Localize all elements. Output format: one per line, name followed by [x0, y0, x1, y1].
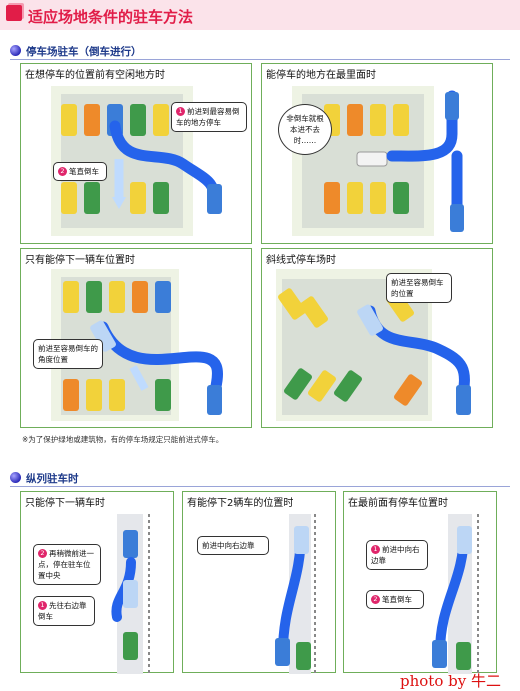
panel5-title: 只能停下一辆车时: [25, 498, 105, 509]
car-icon: [457, 526, 472, 554]
title-bar: [0, 0, 520, 30]
car-icon: [356, 151, 388, 167]
panel-parallel-two: 有能停下2辆车的位置时 前进中向右边靠: [182, 491, 336, 674]
cube-icon: [6, 5, 22, 21]
panel4-callout: 前进至容易倒车的位置: [386, 273, 452, 303]
panel6-title: 有能停下2辆车的位置时: [187, 498, 294, 509]
drive-path: [364, 305, 470, 405]
car-icon: [207, 385, 222, 415]
page-title: 适应场地条件的驻车方法: [28, 8, 194, 26]
panel4-diagram: [276, 269, 471, 421]
section1-heading: 停车场驻车（倒车进行）: [26, 46, 142, 58]
panel2-diagram: [292, 86, 464, 236]
section2-rule: [10, 486, 510, 487]
panel-diagonal: 斜线式停车场时 前进至容易倒车的位置: [261, 248, 493, 428]
section1-rule: [10, 59, 510, 60]
drive-path: [386, 90, 458, 162]
footnote: ※为了保护绿地或建筑物，有的停车场规定只能前进式停车。: [22, 435, 224, 444]
drive-path: [111, 557, 136, 622]
photo-credit: photo by 牛二: [400, 672, 501, 690]
car-row-bottom: [61, 182, 169, 214]
panel2-callout: 非倒车就根本进不去时……: [278, 104, 332, 155]
bullet-icon: [10, 472, 21, 483]
panel7-title: 在最前面有停车位置时: [348, 498, 448, 509]
panel6-callout: 前进中向右边靠: [197, 536, 269, 555]
panel1-title: 在想停车的位置前有空闲地方时: [25, 70, 165, 81]
panel-one-space: 只有能停下一辆车位置时 前进至容易倒车的角度位置: [20, 248, 252, 428]
bullet-icon: [10, 45, 21, 56]
panel3-callout: 前进至容易倒车的角度位置: [33, 339, 103, 369]
panel1-diagram: [51, 86, 222, 236]
car-row-top: [324, 104, 409, 136]
panel3-title: 只有能停下一辆车位置时: [25, 255, 135, 266]
drive-path: [97, 321, 223, 405]
car-row-bottom: [324, 182, 409, 214]
section2-heading: 纵列驻车时: [26, 473, 79, 485]
panel4-title: 斜线式停车场时: [266, 255, 336, 266]
car-icon: [456, 385, 471, 415]
panel7-diagram: [432, 514, 479, 674]
car-icon: [294, 526, 309, 554]
car-icon: [207, 184, 222, 214]
panel6-diagram: [275, 514, 316, 674]
panel5-diagram: [111, 514, 150, 674]
car-icon: [445, 92, 459, 120]
panel-innermost: 能停车的地方在最里面时 非倒车就根本进不去时……: [261, 63, 493, 244]
panel2-title: 能停车的地方在最里面时: [266, 70, 376, 81]
car-icon: [123, 580, 138, 608]
